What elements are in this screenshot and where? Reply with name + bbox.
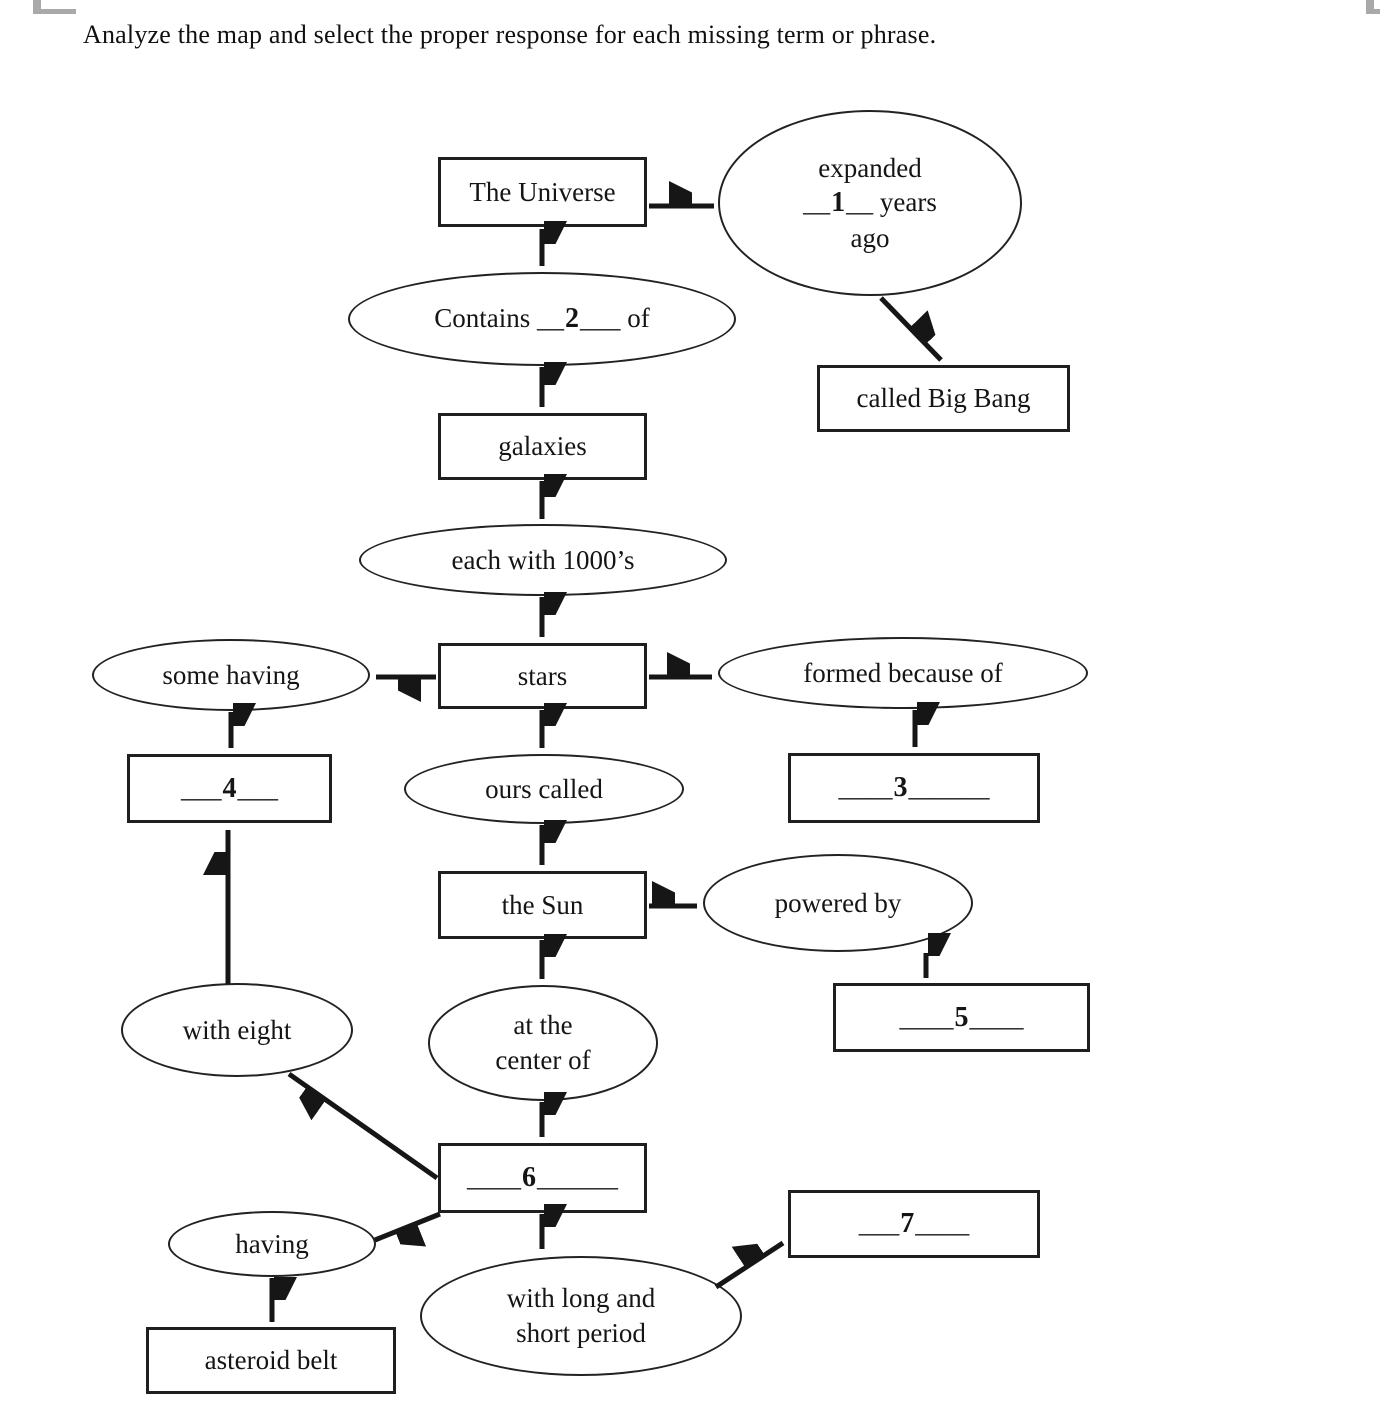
blank-2-underscores-post: ___ of <box>580 303 650 334</box>
node-formed-because-of-label: formed because of <box>803 657 1003 688</box>
blank-5-slot: ____5____ <box>900 1000 1024 1036</box>
blank-6-number: 6 <box>522 1162 536 1194</box>
blank-5-number: 5 <box>954 1001 969 1033</box>
blank-7-number: 7 <box>900 1208 915 1240</box>
node-contains-blank-2-of: Contains __2___ of <box>348 272 736 366</box>
blank-6-underscores-pre: ____ <box>467 1162 521 1193</box>
node-stars: stars <box>438 643 647 709</box>
node-having: having <box>168 1211 376 1277</box>
node-each-with-1000s: each with 1000’s <box>359 524 727 596</box>
arrow-blank6-to-with-eight <box>287 1071 439 1181</box>
blank-1-underscores-pre: __ <box>803 187 831 218</box>
blank-1-number: 1 <box>831 187 846 219</box>
blank-6-underscores-post: ______ <box>537 1162 618 1193</box>
blank-1-underscores-post: __ years <box>846 187 937 218</box>
node-expanded-years-ago: expanded __1__ years ago <box>718 110 1022 296</box>
node-powered-by-label: powered by <box>774 887 902 918</box>
node-with-eight-label: with eight <box>182 1014 292 1045</box>
blank-2-slot: Contains __2___ of <box>434 301 650 337</box>
blank-4-underscores-post: ___ <box>237 772 279 803</box>
node-the-universe-label: The Universe <box>469 176 616 207</box>
node-with-eight: with eight <box>121 983 353 1077</box>
blank-4-slot: ___4___ <box>181 771 278 807</box>
node-formed-because-of: formed because of <box>718 637 1088 709</box>
node-called-big-bang-label: called Big Bang <box>856 383 1031 414</box>
blank-5-underscores-pre: ____ <box>899 1001 954 1032</box>
blank-6-box: ____6______ <box>438 1143 647 1213</box>
node-galaxies-label: galaxies <box>498 431 587 462</box>
page-corner-mark-right <box>1366 0 1374 13</box>
blank-6-slot: ____6______ <box>467 1160 618 1196</box>
blank-7-box: ___7____ <box>788 1190 1040 1258</box>
node-galaxies: galaxies <box>438 413 647 480</box>
arrow-long-short-period-to-blank7 <box>714 1243 785 1290</box>
page-corner-mark-left <box>33 9 76 14</box>
arrow-expanded-to-big-bang <box>879 296 941 362</box>
node-stars-label: stars <box>517 660 568 691</box>
node-the-sun: the Sun <box>438 871 647 939</box>
blank-5-box: ____5____ <box>833 983 1090 1052</box>
node-powered-by: powered by <box>703 854 973 952</box>
node-each-with-1000s-label: each with 1000’s <box>451 544 635 575</box>
blank-7-slot: ___7____ <box>859 1206 970 1242</box>
node-the-sun-label: the Sun <box>501 889 584 920</box>
blank-3-underscores-pre: ____ <box>838 772 893 803</box>
arrow-blank6-to-having <box>374 1211 441 1240</box>
node-ours-called-label: ours called <box>485 773 603 804</box>
blank-3-underscores-post: ______ <box>908 772 990 803</box>
node-some-having: some having <box>92 639 370 711</box>
node-expanded-line1: expanded <box>818 152 922 183</box>
node-at-the-center-of: at the center of <box>428 985 658 1101</box>
node-at-the-center-of-label: at the center of <box>495 1010 591 1075</box>
blank-4-underscores-pre: ___ <box>181 772 222 803</box>
instructions-text: Analyze the map and select the proper re… <box>83 20 937 49</box>
page-corner-mark-right <box>1366 9 1380 14</box>
page-corner-mark-left <box>33 0 41 13</box>
node-the-universe: The Universe <box>438 157 647 227</box>
node-called-big-bang: called Big Bang <box>817 365 1070 432</box>
blank-2-underscores-pre: Contains __ <box>434 303 564 334</box>
node-expanded-line3: ago <box>850 222 890 253</box>
blank-3-number: 3 <box>893 772 908 804</box>
blank-4-box: ___4___ <box>127 754 332 823</box>
blank-7-underscores-pre: ___ <box>858 1208 900 1239</box>
node-having-label: having <box>235 1228 309 1259</box>
node-with-long-and-short-period-label: with long and short period <box>506 1283 656 1348</box>
blank-2-number: 2 <box>565 303 579 335</box>
node-with-long-and-short-period: with long and short period <box>420 1256 742 1376</box>
node-some-having-label: some having <box>162 659 300 690</box>
blank-7-underscores-post: ____ <box>915 1208 970 1239</box>
blank-3-box: ____3______ <box>788 753 1040 823</box>
node-asteroid-belt: asteroid belt <box>146 1327 396 1394</box>
blank-4-number: 4 <box>222 772 237 804</box>
blank-5-underscores-post: ____ <box>969 1001 1024 1032</box>
blank-3-slot: ____3______ <box>839 770 990 806</box>
node-asteroid-belt-label: asteroid belt <box>204 1345 338 1376</box>
node-ours-called: ours called <box>404 754 684 824</box>
blank-1-slot: __1__ years <box>803 185 937 221</box>
